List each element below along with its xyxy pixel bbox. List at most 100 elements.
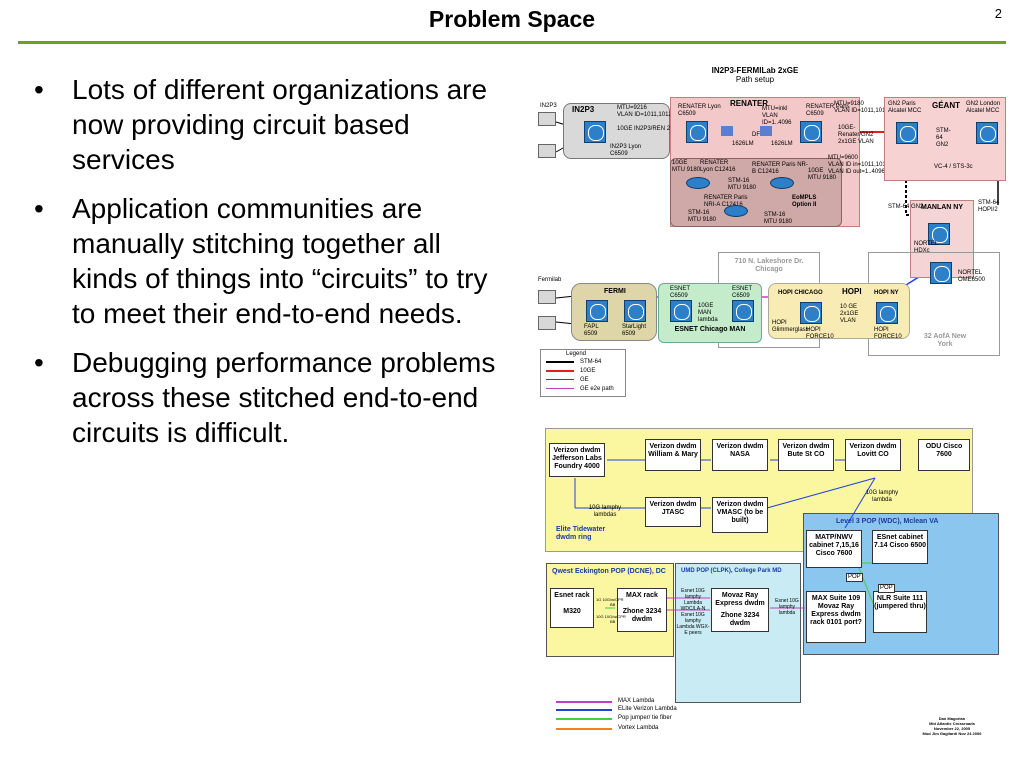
nlr-suite-box: NLR Suite 111 (jumpered thru) [873, 591, 927, 633]
hopi-ny: HOPI NY [874, 290, 899, 296]
hopi-force2: HOPI FORCE10 [874, 327, 902, 340]
in2p3-label: IN2P3 [572, 105, 595, 114]
router-icon [770, 177, 794, 189]
renater-stm16-2: STM-16 MTU 9180 [688, 210, 717, 223]
geant-link: 10GE-Renater/GN2 2x1GE VLAN [838, 125, 874, 145]
bullet-item: • Debugging performance problems across t… [28, 345, 508, 450]
umd-title: UMD POP (CLPK), College Park MD [681, 568, 782, 574]
movaz-box: Movaz Ray Express dwdm Zhone 3234 dwdm [711, 588, 769, 632]
renater-paris: RENATER Paris C6509 [806, 104, 850, 117]
bullet-dot-icon: • [34, 193, 44, 224]
verizon-vmasc-box: Verizon dwdm VMASC (to be built) [712, 497, 768, 533]
verizon-lovitt-box: Verizon dwdm Lovitt CO [845, 439, 901, 471]
legend-swatch [556, 709, 612, 711]
qwest-title: Qwest Eckington POP (DCNE), DC [552, 568, 666, 575]
verizon-wm-box: Verizon dwdm William & Mary [645, 439, 701, 471]
esnet-lambda: 10GE MAN lambda [698, 303, 718, 323]
switch-icon [624, 300, 646, 322]
in2p3-lyon: IN2P3 Lyon C6509 [610, 144, 642, 157]
bullet-item: • Lots of different organizations are now… [28, 72, 508, 177]
chicago-label: 710 N. Lakeshore Dr. Chicago [734, 258, 804, 273]
switch-icon [876, 302, 898, 324]
workstation-icon [538, 112, 556, 126]
optical-amp-icon [760, 126, 772, 136]
switch-icon [800, 121, 822, 143]
geant-vc4: VC-4 / STS-3c [934, 164, 973, 170]
level3-title: Level 3 POP (WDC), Mclean VA [836, 518, 939, 525]
manlan-nortel1: NORTEL HDXc [914, 241, 939, 254]
optical-amp-icon [721, 126, 733, 136]
matp-box: MATP/NWV cabinet 7,15,16 Cisco 7600 [806, 530, 862, 568]
esnet-e2: ESNET C6509 [732, 286, 752, 299]
bullet-dot-icon: • [34, 347, 44, 378]
title-divider [18, 41, 1006, 44]
slide-title: Problem Space [428, 6, 596, 32]
hopi-force1: HOPI FORCE10 [806, 327, 834, 340]
verizon-bute-box: Verizon dwdm Bute St CO [778, 439, 834, 471]
legend-item: ELite Verizon Lambda [618, 706, 677, 712]
legend-item: Pop jumper/ tie fiber [618, 715, 672, 721]
in2p3-mtu: MTU=9216 [617, 105, 647, 111]
credit-line: Mod Jim Gagliardi Nov 24 2006 [922, 731, 982, 736]
workstation-icon [538, 144, 556, 158]
renater-lambda1: 1626LM [732, 141, 754, 147]
legend-item: 10GE [580, 368, 596, 374]
max-rack-box: MAX rack Zhone 3234 dwdm [617, 588, 667, 632]
switch-icon [976, 122, 998, 144]
in2p3-link: 10GE IN2P3/REN 2x1GE VLAN [617, 126, 703, 132]
fermi-fapl: FAPL 6509 [584, 324, 599, 337]
qwest-port: BB [610, 602, 616, 607]
lambda-label: 10G lamphy lambdas [588, 505, 622, 518]
in2p3-vlan: VLAN ID=1011,1012 [617, 112, 672, 118]
legend-item: MAX Lambda [618, 698, 655, 704]
switch-icon [896, 122, 918, 144]
legend-item: GE [580, 377, 589, 383]
switch-icon [732, 300, 754, 322]
switch-icon [686, 121, 708, 143]
hopi-chicago: HOPI CHICAGO [778, 290, 823, 296]
renater-df: DF [752, 132, 760, 138]
geant-paris: GN2 Paris Alcatel MCC [888, 101, 922, 114]
hopi-glimmer: HOPI Glimmerglass [772, 320, 809, 333]
renater-10ge-1: 10GE MTU 9180 [672, 160, 701, 173]
legend-swatch [556, 718, 612, 720]
lambda-label: 10G lamphy lambda [865, 490, 899, 503]
credit-line: Dan Magorian [938, 716, 966, 721]
umd-right-label: Esnet 10G lamphy lambda [775, 598, 799, 616]
router-icon [724, 205, 748, 217]
hopi-link: 10 GE 2x1GE VLAN [840, 304, 859, 324]
switch-icon [670, 300, 692, 322]
fermi-starlight: StarLight 6509 [622, 324, 647, 337]
credit-line: November 22, 2005 [933, 726, 971, 731]
bullet-dot-icon: • [34, 74, 44, 105]
verizon-jlab-box: Verizon dwdm Jefferson Labs Foundry 4000 [549, 443, 605, 477]
page-number: 2 [994, 6, 1002, 21]
manlan-stm64a: STM-64 GN2 [888, 204, 924, 210]
manlan-label: MANLAN NY [921, 204, 963, 211]
bullet-text: Debugging performance problems across th… [72, 347, 496, 448]
esnet-cabinet-box: ESnet cabinet 7.14 Cisco 6500 [872, 530, 928, 564]
bullet-text: Lots of different organizations are now … [72, 74, 488, 175]
renater-lyon2: RENATER Lyon C12416 [700, 160, 736, 173]
legend-item: STM-64 [580, 359, 602, 365]
hopi-label: HOPI [842, 287, 862, 296]
verizon-nasa-box: Verizon dwdm NASA [712, 439, 768, 471]
bullet-item: • Application communities are manually st… [28, 191, 508, 331]
zhone-umd-label: Zhone 3234 dwdm [720, 612, 760, 627]
ring-label: Elite Tidewater dwdm ring [556, 526, 606, 541]
credit-line: Mid Atlantic Crossroads [929, 721, 975, 726]
zhone-label: Zhone 3234 dwdm [622, 608, 662, 623]
geant-mtu2: MTU=9600 [828, 155, 858, 161]
odu-box: ODU Cisco 7600 [918, 439, 970, 471]
pop-port: POP [878, 584, 895, 593]
diagram1-subtitle: Path setup [735, 75, 775, 84]
renater-core-region [670, 158, 842, 227]
workstation-icon [538, 316, 556, 330]
renater-10ge-2: 10GE MTU 9180 [808, 168, 837, 181]
bullet-text: Application communities are manually sti… [72, 193, 488, 329]
geant-vlan2: VLAN ID in=1011,1012 [828, 162, 890, 168]
max-rack-label: MAX rack [626, 592, 658, 599]
geant-stm64: STM-64 GN2 [936, 128, 951, 148]
renater-label: RENATER [730, 99, 769, 108]
switch-icon [586, 300, 608, 322]
